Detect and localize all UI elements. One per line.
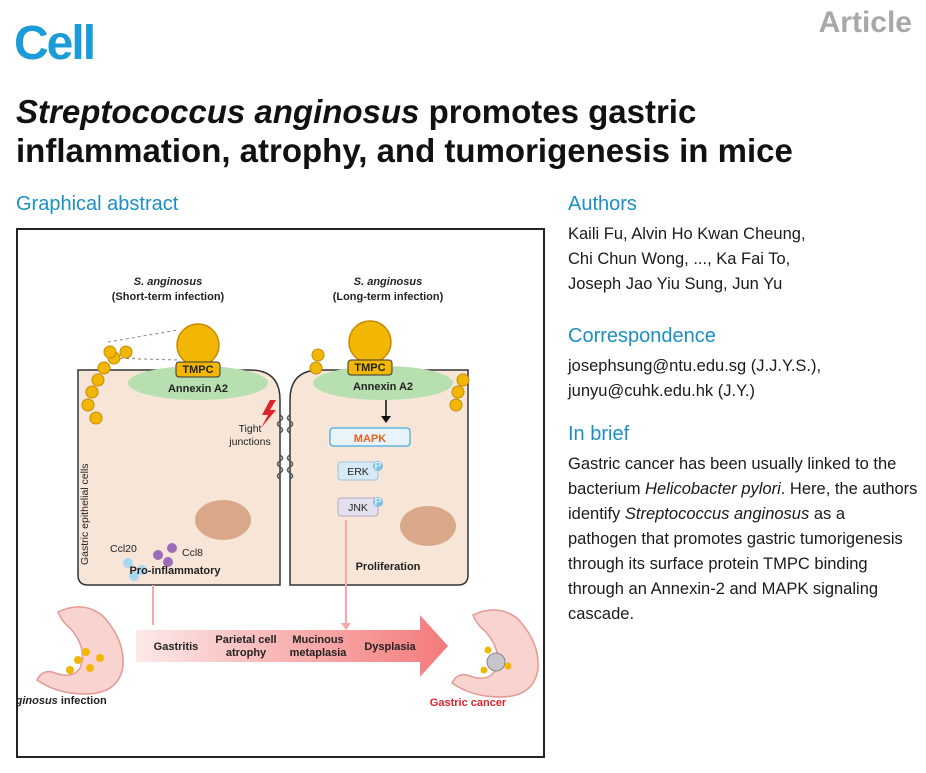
jnk-p-label: P bbox=[374, 496, 381, 508]
article-title: Streptococcus anginosus promotes gastric… bbox=[16, 92, 916, 170]
left-species-label: S. anginosus bbox=[134, 276, 202, 288]
cell-axis-label: Gastric epithelial cells bbox=[79, 463, 91, 565]
stage-label-3: Dysplasia bbox=[364, 641, 416, 653]
chemokine-dots bbox=[123, 543, 177, 581]
graphical-abstract-figure: S. anginosus (Short-term infection) S. a… bbox=[16, 228, 545, 758]
stomach-infected-icon bbox=[36, 606, 124, 695]
authors-heading: Authors bbox=[568, 193, 637, 215]
tight-junction-top bbox=[276, 414, 294, 434]
ccl8-label: Ccl8 bbox=[182, 547, 203, 559]
tmpc-badge-left bbox=[175, 361, 221, 378]
proliferation-label: Proliferation bbox=[356, 561, 421, 573]
authors-line-1: Kaili Fu, Alvin Ho Kwan Cheung, bbox=[568, 225, 806, 243]
tumor-icon bbox=[486, 652, 506, 672]
down-arrow-icon bbox=[381, 416, 391, 423]
in-brief-pre: Gastric cancer has been usually linked t… bbox=[568, 455, 897, 498]
lightning-icon bbox=[261, 400, 276, 428]
ccl20-label: Ccl20 bbox=[110, 543, 137, 555]
authors-section: Authors Kaili Fu, Alvin Ho Kwan Cheung, … bbox=[568, 193, 918, 297]
annexin-label-right: Annexin A2 bbox=[353, 381, 413, 393]
progression-arrow bbox=[136, 615, 448, 677]
tight-junction-label-1: Tight bbox=[239, 423, 262, 435]
erk-phospho bbox=[373, 461, 383, 471]
in-brief-section: In brief Gastric cancer has been usually… bbox=[568, 423, 918, 627]
right-infection-label: (Long-term infection) bbox=[333, 291, 444, 303]
jnk-label: JNK bbox=[348, 502, 368, 514]
bacteria-chain-right bbox=[309, 348, 470, 412]
mapk-box bbox=[329, 427, 411, 447]
tmpc-badge-right bbox=[347, 359, 393, 376]
left-nucleus bbox=[195, 500, 251, 540]
stomach-cancer-icon bbox=[451, 609, 539, 698]
mapk-label: MAPK bbox=[354, 433, 386, 445]
infection-rest: infection bbox=[58, 695, 107, 707]
in-brief-post: as a pathogen that promotes gastric tumo… bbox=[568, 505, 903, 623]
infection-species: S. anginosus bbox=[18, 695, 58, 707]
email-link-2[interactable]: junyu@cuhk.edu.hk (J.Y.) bbox=[568, 382, 756, 400]
article-type-label: Article bbox=[818, 6, 912, 39]
correspondence-heading: Correspondence bbox=[568, 325, 716, 347]
bacteria-chain-left bbox=[81, 345, 133, 425]
jnk-phospho bbox=[373, 497, 383, 507]
right-nucleus bbox=[400, 506, 456, 546]
in-brief-heading: In brief bbox=[568, 423, 630, 445]
in-brief-italic-1: Helicobacter pylori bbox=[645, 480, 781, 498]
stage-label-0: Gastritis bbox=[154, 641, 199, 653]
in-brief-mid: . Here, the authors identify bbox=[568, 480, 918, 523]
tight-junction-label-2: junctions bbox=[228, 436, 270, 448]
gastric-cancer-label: Gastric cancer bbox=[430, 697, 507, 709]
annexin-blob-left bbox=[128, 366, 268, 400]
annexin-label-left: Annexin A2 bbox=[168, 383, 228, 395]
title-rest: promotes gastric inflammation, atrophy, … bbox=[16, 93, 793, 169]
left-infection-label: (Short-term infection) bbox=[112, 291, 225, 303]
email-link-1[interactable]: josephsung@ntu.edu.sg (J.J.Y.S.), bbox=[568, 357, 822, 375]
title-species: Streptococcus anginosus bbox=[16, 93, 420, 130]
bacterium-left bbox=[176, 323, 220, 367]
erk-label: ERK bbox=[347, 466, 369, 478]
right-species-label: S. anginosus bbox=[354, 276, 422, 288]
correspondence-section: Correspondence josephsung@ntu.edu.sg (J.… bbox=[568, 325, 918, 404]
left-epithelial-cell bbox=[77, 369, 281, 586]
right-epithelial-cell bbox=[289, 369, 469, 586]
in-brief-italic-2: Streptococcus anginosus bbox=[624, 505, 810, 523]
bacterium-right bbox=[348, 320, 392, 364]
tight-junction-bottom bbox=[276, 454, 294, 480]
erk-p-label: P bbox=[374, 460, 381, 472]
tmpc-label-right: TMPC bbox=[354, 362, 385, 374]
annexin-blob-right bbox=[313, 366, 453, 400]
journal-logo: Cell bbox=[14, 17, 96, 70]
authors-line-3: Joseph Jao Yiu Sung, Jun Yu bbox=[568, 275, 783, 293]
infection-label: S. anginosus infection bbox=[18, 695, 107, 707]
tmpc-label-left: TMPC bbox=[182, 364, 213, 376]
authors-line-2: Chi Chun Wong, ..., Ka Fai To, bbox=[568, 250, 791, 268]
graphical-abstract-heading: Graphical abstract bbox=[16, 193, 179, 215]
pro-inflammatory-label: Pro-inflammatory bbox=[129, 565, 221, 577]
graphical-abstract-svg: S. anginosus (Short-term infection) S. a… bbox=[18, 276, 539, 709]
in-brief-text: Gastric cancer has been usually linked t… bbox=[568, 452, 918, 627]
